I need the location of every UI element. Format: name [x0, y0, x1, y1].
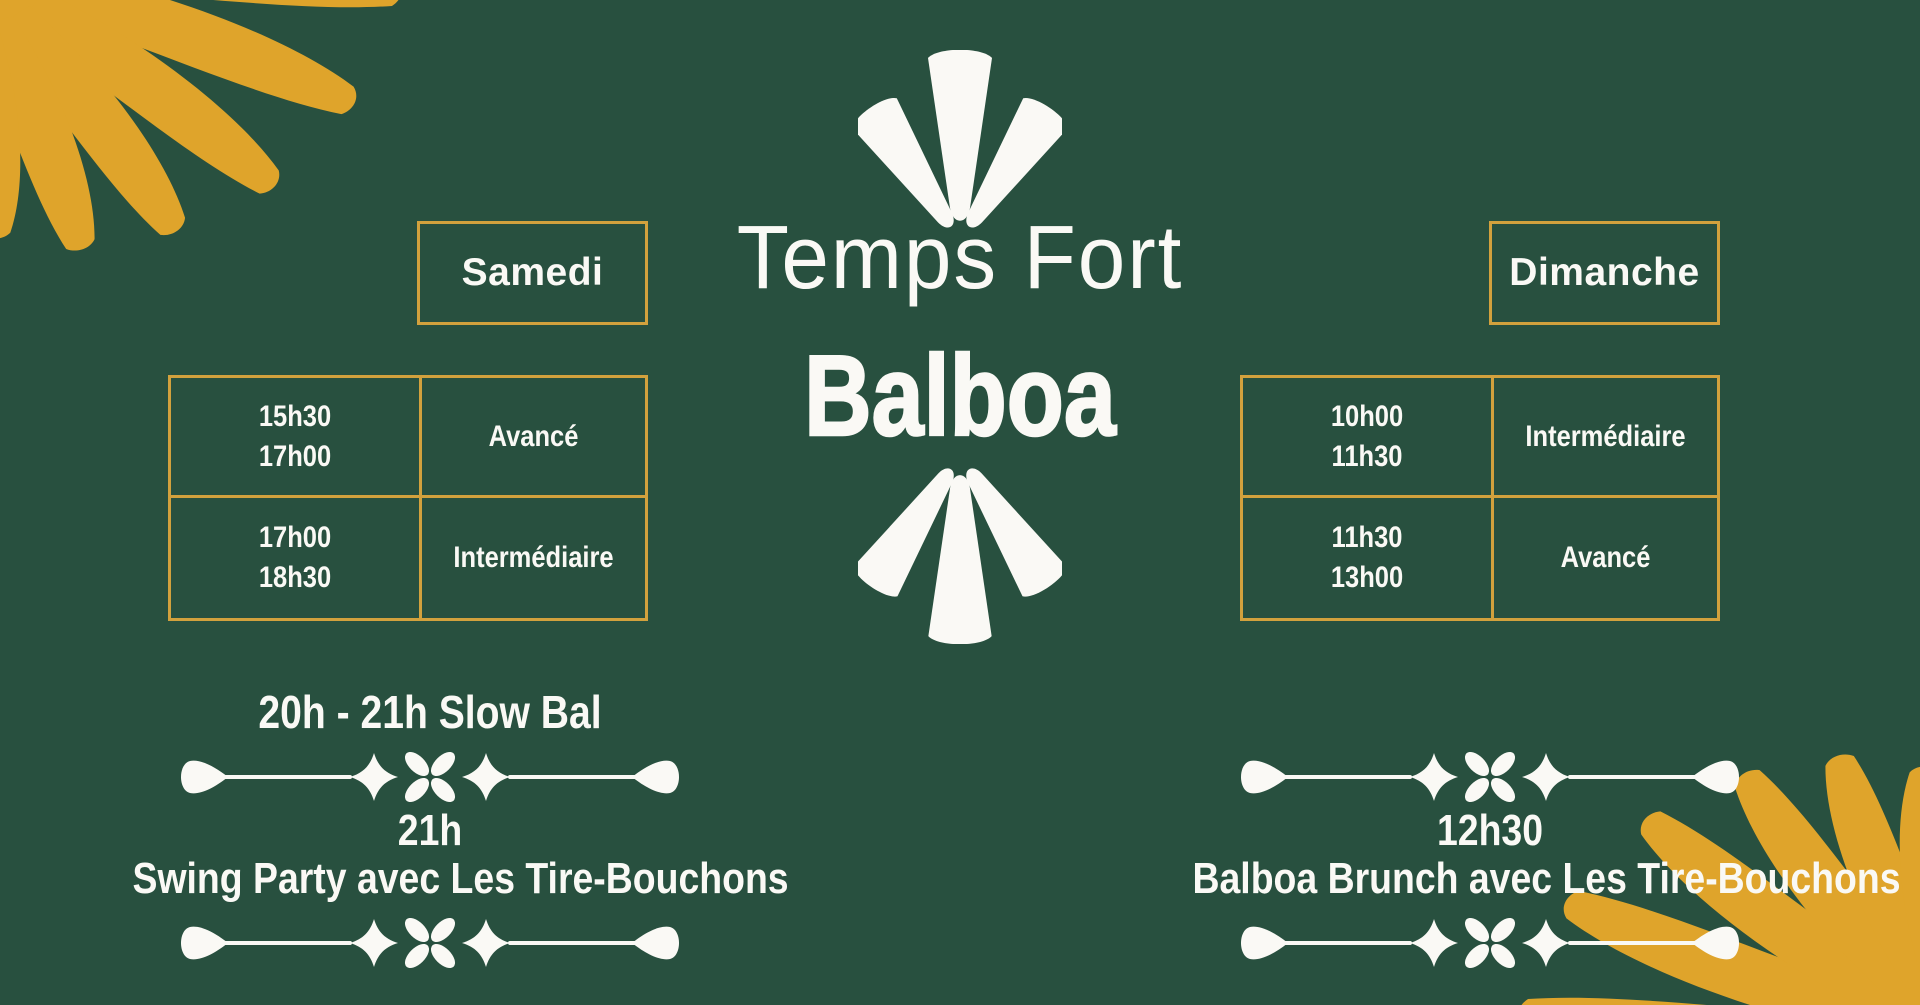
saturday-day-label: Samedi: [461, 251, 604, 294]
saturday-event-name: Swing Party avec Les Tire-Bouchons: [80, 854, 789, 903]
sunday-day-label: Dimanche: [1509, 251, 1700, 294]
sunburst-decoration-top-left-icon: [0, 0, 430, 430]
saturday-slot1-level: Avancé: [488, 419, 579, 453]
sunday-slot1-level-cell: Intermédiaire: [1494, 378, 1717, 498]
saturday-slot1-time-cell: 15h30 17h00: [171, 378, 422, 498]
sunday-event-name-text: Balboa Brunch avec Les Tire-Bouchons: [1192, 854, 1901, 903]
saturday-slot2-level: Intermédiaire: [453, 541, 614, 574]
saturday-slot2-level-cell: Intermédiaire: [422, 498, 645, 618]
sunday-slot2-time-cell: 11h30 13h00: [1243, 498, 1494, 618]
sunday-slot2-level-cell: Avancé: [1494, 498, 1717, 618]
poster-title: Temps Fort: [660, 212, 1260, 304]
poster-title-text: Temps Fort: [736, 208, 1184, 308]
saturday-slot1-start: 15h30: [258, 399, 332, 433]
sunday-slot2-start: 11h30: [1331, 521, 1403, 554]
sunday-schedule-table: 10h00 11h30 Intermédiaire 11h30 13h00 Av…: [1240, 375, 1720, 621]
sunday-event-time-text: 12h30: [1436, 806, 1544, 855]
divider-ornament-icon: [1239, 915, 1741, 971]
saturday-pre-event-text: 20h - 21h Slow Bal: [258, 686, 602, 738]
sunday-slot2-level: Avancé: [1560, 541, 1651, 574]
divider-ornament-icon: [179, 749, 681, 805]
sunday-event-name: Balboa Brunch avec Les Tire-Bouchons: [1140, 854, 1901, 903]
saturday-schedule-table: 15h30 17h00 Avancé 17h00 18h30 Intermédi…: [168, 375, 648, 621]
poster-subtitle-text: Balboa: [803, 333, 1117, 460]
saturday-event-time: 21h: [80, 808, 780, 854]
sunday-day-badge: Dimanche: [1489, 221, 1720, 325]
divider-ornament-icon: [179, 915, 681, 971]
sunday-slot1-level: Intermédiaire: [1525, 419, 1686, 453]
saturday-event-time-text: 21h: [397, 806, 463, 855]
sunday-slot2-end: 13h00: [1330, 561, 1404, 594]
saturday-slot2-start: 17h00: [258, 521, 332, 554]
fan-icon-top: [858, 50, 1062, 230]
poster-subtitle: Balboa: [660, 333, 1260, 460]
fan-icon-bottom: [858, 466, 1062, 644]
sunday-event-time: 12h30: [1140, 808, 1840, 854]
sunday-slot1-time-cell: 10h00 11h30: [1243, 378, 1494, 498]
divider-ornament-icon: [1239, 749, 1741, 805]
saturday-pre-event: 20h - 21h Slow Bal: [80, 689, 780, 735]
saturday-slot2-end: 18h30: [258, 561, 332, 594]
saturday-day-badge: Samedi: [417, 221, 648, 325]
saturday-slot1-level-cell: Avancé: [422, 378, 645, 498]
saturday-event-name-text: Swing Party avec Les Tire-Bouchons: [132, 854, 789, 903]
saturday-slot2-time-cell: 17h00 18h30: [171, 498, 422, 618]
sunday-slot1-start: 10h00: [1330, 399, 1404, 433]
saturday-slot1-end: 17h00: [258, 439, 332, 473]
sunday-slot1-end: 11h30: [1331, 439, 1403, 473]
